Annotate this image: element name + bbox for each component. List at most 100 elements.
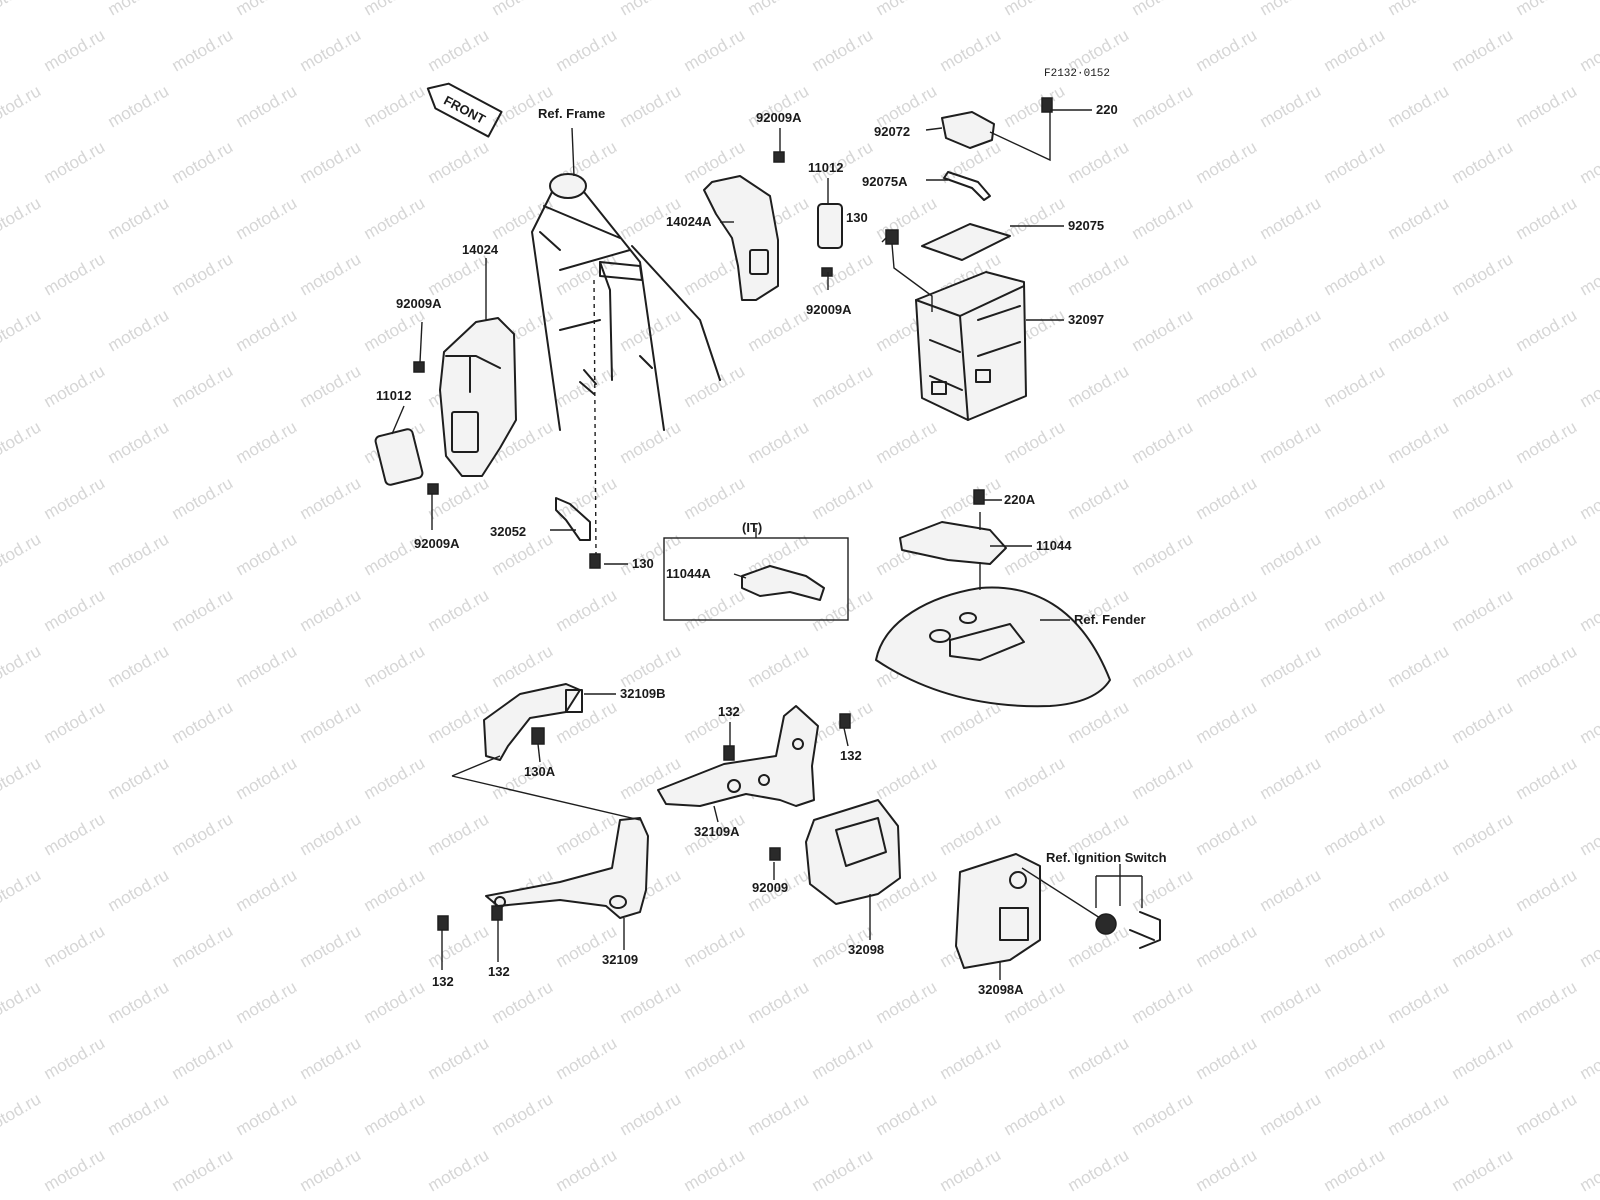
watermark-text: motod.ru: [1129, 529, 1197, 579]
pad-92075: [921, 223, 1011, 261]
watermark-text: motod.ru: [41, 921, 109, 971]
watermark-text: motod.ru: [297, 697, 365, 747]
watermark-text: motod.ru: [425, 1145, 493, 1195]
callout-92009: 92009: [752, 880, 788, 895]
callout-32109: 32109: [602, 952, 638, 967]
bolt-132-b: [839, 713, 851, 729]
watermark-text: motod.ru: [809, 1145, 877, 1195]
bolt-132-a: [723, 745, 735, 761]
watermark-text: motod.ru: [361, 0, 429, 19]
watermark-text: motod.ru: [1257, 193, 1325, 243]
watermark-text: motod.ru: [1321, 809, 1389, 859]
callout-92009a-left: 92009A: [396, 296, 442, 311]
watermark-text: motod.ru: [233, 753, 301, 803]
watermark-text: motod.ru: [297, 809, 365, 859]
watermark-text: motod.ru: [1257, 865, 1325, 915]
callout-92072: 92072: [874, 124, 910, 139]
watermark-text: motod.ru: [1321, 361, 1389, 411]
watermark-text: motod.ru: [1257, 417, 1325, 467]
watermark-text: motod.ru: [489, 641, 557, 691]
watermark-text: motod.ru: [233, 641, 301, 691]
watermark-text: motod.ru: [361, 641, 429, 691]
callout-11012-top: 11012: [808, 160, 843, 175]
watermark-text: motod.ru: [105, 977, 173, 1027]
watermark-text: motod.ru: [873, 417, 941, 467]
watermark-text: motod.ru: [873, 193, 941, 243]
watermark-text: motod.ru: [1449, 585, 1517, 635]
watermark-text: motod.ru: [0, 81, 44, 131]
bolt-220: [1041, 97, 1053, 113]
watermark-text: motod.ru: [361, 977, 429, 1027]
watermark-text: motod.ru: [809, 473, 877, 523]
watermark-text: motod.ru: [809, 249, 877, 299]
watermark-text: motod.ru: [1577, 585, 1600, 635]
watermark-text: motod.ru: [617, 0, 685, 19]
callout-32052: 32052: [490, 524, 526, 539]
watermark-text: motod.ru: [1257, 529, 1325, 579]
watermark-text: motod.ru: [233, 865, 301, 915]
watermark-text: motod.ru: [1513, 753, 1581, 803]
watermark-text: motod.ru: [297, 249, 365, 299]
watermark-text: motod.ru: [0, 1089, 44, 1139]
watermark-text: motod.ru: [1001, 81, 1069, 131]
watermark-text: motod.ru: [1513, 977, 1581, 1027]
watermark-text: motod.ru: [1577, 473, 1600, 523]
watermark-text: motod.ru: [169, 697, 237, 747]
watermark-text: motod.ru: [1065, 697, 1133, 747]
watermark-text: motod.ru: [1129, 1089, 1197, 1139]
watermark-text: motod.ru: [1321, 473, 1389, 523]
watermark-text: motod.ru: [105, 529, 173, 579]
watermark-text: motod.ru: [1193, 585, 1261, 635]
watermark-text: motod.ru: [1129, 977, 1197, 1027]
watermark-text: motod.ru: [1385, 0, 1453, 19]
watermark-text: motod.ru: [489, 193, 557, 243]
watermark-text: motod.ru: [809, 361, 877, 411]
watermark-text: motod.ru: [1577, 249, 1600, 299]
watermark-text: motod.ru: [41, 25, 109, 75]
watermark-text: motod.ru: [361, 193, 429, 243]
watermark-text: motod.ru: [1385, 865, 1453, 915]
watermark-text: motod.ru: [105, 1089, 173, 1139]
watermark-text: motod.ru: [169, 25, 237, 75]
watermark-text: motod.ru: [745, 1089, 813, 1139]
watermark-text: motod.ru: [297, 137, 365, 187]
watermark-text: motod.ru: [1513, 1089, 1581, 1139]
watermark-text: motod.ru: [1257, 81, 1325, 131]
watermark-text: motod.ru: [425, 585, 493, 635]
watermark-text: motod.ru: [105, 753, 173, 803]
watermark-text: motod.ru: [809, 1033, 877, 1083]
watermark-text: motod.ru: [1193, 137, 1261, 187]
watermark-text: motod.ru: [169, 473, 237, 523]
watermark-text: motod.ru: [0, 305, 44, 355]
watermark-text: motod.ru: [617, 417, 685, 467]
watermark-text: motod.ru: [553, 25, 621, 75]
bolt-92009: [769, 847, 781, 861]
watermark-text: motod.ru: [1577, 361, 1600, 411]
watermark-text: motod.ru: [297, 921, 365, 971]
strap-92075a: [943, 171, 991, 201]
watermark-text: motod.ru: [41, 249, 109, 299]
bolt-92009a-left: [413, 361, 425, 373]
watermark-text: motod.ru: [1449, 697, 1517, 747]
watermark-text: motod.ru: [425, 697, 493, 747]
watermark-text: motod.ru: [425, 809, 493, 859]
watermark-text: motod.ru: [1193, 473, 1261, 523]
callout-it-group: (IT): [742, 520, 762, 535]
watermark-text: motod.ru: [489, 977, 557, 1027]
watermark-text: motod.ru: [361, 81, 429, 131]
watermark-text: motod.ru: [0, 977, 44, 1027]
watermark-text: motod.ru: [1449, 249, 1517, 299]
watermark-text: motod.ru: [873, 977, 941, 1027]
watermark-text: motod.ru: [1129, 641, 1197, 691]
watermark-text: motod.ru: [1321, 137, 1389, 187]
housing-32098: [805, 799, 901, 905]
watermark-text: motod.ru: [1193, 697, 1261, 747]
watermark-text: motod.ru: [1513, 529, 1581, 579]
callout-92009a-top: 92009A: [756, 110, 802, 125]
watermark-text: motod.ru: [105, 305, 173, 355]
watermark-text: motod.ru: [0, 865, 44, 915]
watermark-text: motod.ru: [425, 25, 493, 75]
callout-ref-fender: Ref. Fender: [1074, 612, 1146, 627]
callout-32098a: 32098A: [978, 982, 1024, 997]
watermark-text: motod.ru: [297, 473, 365, 523]
